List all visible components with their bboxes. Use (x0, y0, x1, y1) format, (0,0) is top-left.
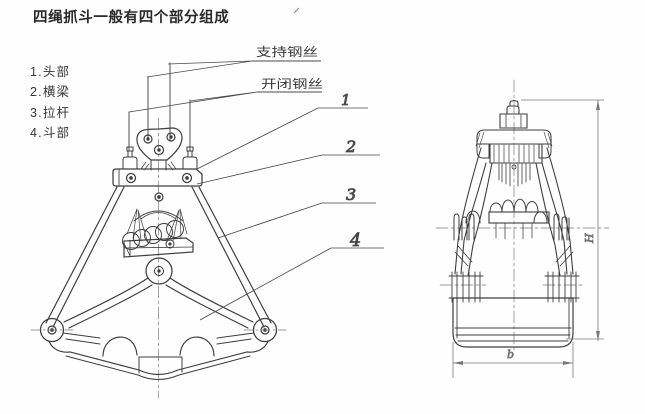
side-view-drawing (435, 79, 610, 353)
support-wire-leaders (146, 60, 253, 78)
rope-reeving-lines (126, 208, 188, 244)
stray-mark (293, 7, 300, 14)
callout-2: 2 (196, 137, 380, 185)
parts-list: 1.头部 2.横梁 3.拉杆 4.斗部 (30, 62, 70, 144)
parts-list-item-1: 1.头部 (30, 65, 71, 79)
side-center-lines (435, 79, 610, 353)
shell-pivots (30, 317, 287, 343)
support-wire-label: 支持钢丝 (256, 44, 318, 59)
callouts: 1 2 3 4 (196, 91, 384, 321)
dimension-height: H (521, 99, 604, 341)
callout-1: 1 (196, 91, 368, 170)
callout-4: 4 (199, 231, 384, 321)
open-close-wire-leaders (128, 91, 258, 113)
bucket-shells (48, 277, 269, 380)
grab-head (136, 127, 183, 171)
pulley-block (122, 208, 194, 285)
dimension-width: b (452, 342, 574, 378)
wire-label-support: 支持钢丝 (146, 44, 321, 78)
upper-rollers (453, 213, 570, 241)
side-sheaves (465, 198, 550, 240)
page-title: 四绳抓斗一般有四个部分组成 (33, 10, 230, 26)
height-dim-label: H (583, 233, 596, 244)
open-close-wire-label: 开闭钢丝 (261, 77, 323, 91)
parts-list-item-3: 3.拉杆 (30, 105, 71, 120)
callout-4-label: 4 (349, 231, 361, 251)
callout-1-label: 1 (341, 91, 351, 109)
rope-anchor-bolts (122, 146, 198, 170)
side-bucket (452, 297, 574, 348)
callout-3-label: 3 (346, 185, 356, 204)
parts-list-item-2: 2.横梁 (30, 85, 71, 100)
parts-list-item-4: 4.斗部 (30, 126, 71, 141)
link-plates (498, 163, 531, 187)
callout-3: 3 (217, 185, 376, 239)
front-view-drawing (30, 62, 287, 399)
callout-2-label: 2 (345, 137, 356, 156)
sheave-stack (122, 220, 184, 250)
cross-beam (112, 146, 203, 202)
side-arms (454, 147, 574, 277)
wire-label-open-close: 开闭钢丝 (128, 77, 323, 113)
tie-rods (45, 186, 272, 328)
width-dim-label: b (507, 348, 514, 361)
